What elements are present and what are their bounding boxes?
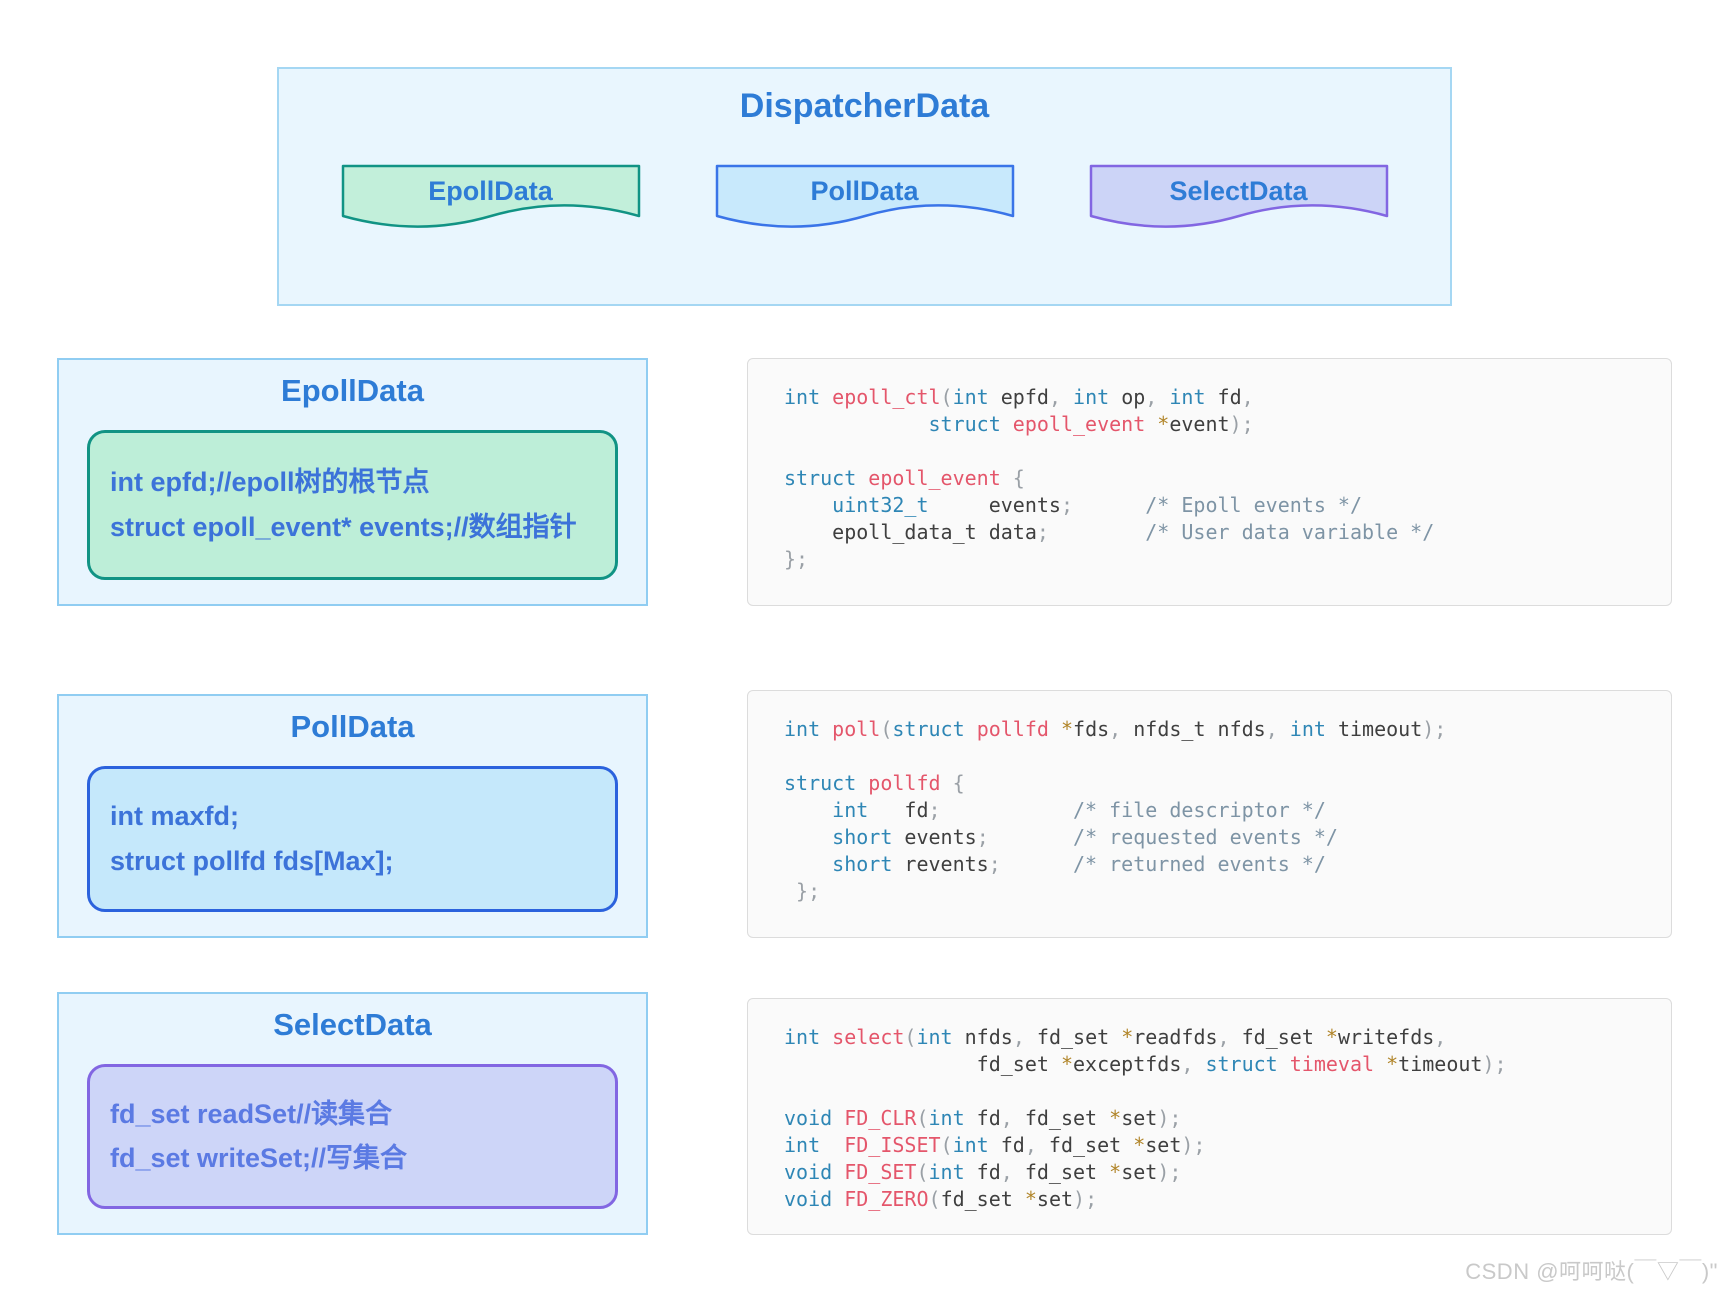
field-line: int epfd;//epoll树的根节点 [110,467,430,498]
code-line: struct pollfd { [784,771,965,795]
document-shape-epolldata: EpollData [341,164,641,236]
document-shape-outline [1089,164,1388,228]
epoll-fields-box: int epfd;//epoll树的根节点 struct epoll_event*… [87,430,618,580]
code-line: epoll_data_t data; /* User data variable… [784,520,1435,544]
code-line: short revents; /* returned events */ [832,852,1326,876]
poll-section-title: PollData [290,709,415,744]
field-line: fd_set readSet//读集合 [110,1098,393,1129]
epoll-section-panel: EpollData int epfd;//epoll树的根节点 struct ep… [57,358,648,606]
code-line: int fd; /* file descriptor */ [832,798,1326,822]
document-shape-polldata: PollData [715,164,1015,236]
code-line [784,743,1661,770]
document-shape-icon [1089,164,1388,228]
code-line: struct epoll_event { [784,466,1025,490]
dispatcher-title: DispatcherData [739,87,990,125]
code-line: void FD_SET(int fd, fd_set *set); [784,1160,1182,1184]
document-shape-icon [715,164,1014,228]
code-line: fd_set *exceptfds, struct timeval *timeo… [784,1052,1507,1076]
poll-code-block: int poll(struct pollfd *fds, nfds_t nfds… [747,690,1672,938]
csdn-watermark: CSDN @呵呵哒(￣▽￣)" [1465,1259,1718,1284]
code-line: struct epoll_event *event); [928,412,1254,436]
dispatcher-children-row: EpollData PollData SelectData [279,164,1450,236]
code-line: }; [784,547,809,571]
code-line: }; [796,879,821,903]
select-code-block: int select(int nfds, fd_set *readfds, fd… [747,998,1672,1235]
select-section-title: SelectData [273,1007,432,1042]
code-line: int epoll_ctl(int epfd, int op, int fd, [784,385,1254,409]
field-line: struct pollfd fds[Max]; [110,845,394,876]
poll-section-panel: PollData int maxfd; struct pollfd fds[Max… [57,694,648,938]
document-shape-label: PollData [810,175,919,206]
epoll-code-block: int epoll_ctl(int epfd, int op, int fd, … [747,358,1672,606]
document-shape-icon [341,164,640,228]
document-shape-outline [341,164,640,228]
select-fields-box: fd_set readSet//读集合 fd_set writeSet;//写集合 [87,1064,618,1209]
code-line: short events; /* requested events */ [832,825,1338,849]
document-shape-label: SelectData [1169,175,1308,206]
document-shape-selectdata: SelectData [1089,164,1389,236]
document-shape-label: EpollData [428,175,553,206]
field-line: int maxfd; [110,801,240,832]
select-section-panel: SelectData fd_set readSet//读集合 fd_set wri… [57,992,648,1235]
code-line [784,1078,1661,1105]
code-line [784,438,1661,465]
poll-fields-box: int maxfd; struct pollfd fds[Max]; [87,766,618,912]
field-line: fd_set writeSet;//写集合 [110,1143,408,1173]
field-line: struct epoll_event* events;//数组指针 [110,511,577,542]
epoll-section-title: EpollData [281,373,424,408]
code-line: uint32_t events; /* Epoll events */ [832,493,1362,517]
code-line: void FD_ZERO(fd_set *set); [784,1187,1098,1211]
code-line: int FD_ISSET(int fd, fd_set *set); [784,1133,1206,1157]
document-shape-outline [715,164,1014,228]
dispatcher-container: DispatcherData EpollData PollData Select… [277,67,1452,306]
code-line: int poll(struct pollfd *fds, nfds_t nfds… [784,717,1447,741]
code-line: int select(int nfds, fd_set *readfds, fd… [784,1025,1447,1049]
code-line: void FD_CLR(int fd, fd_set *set); [784,1106,1182,1130]
